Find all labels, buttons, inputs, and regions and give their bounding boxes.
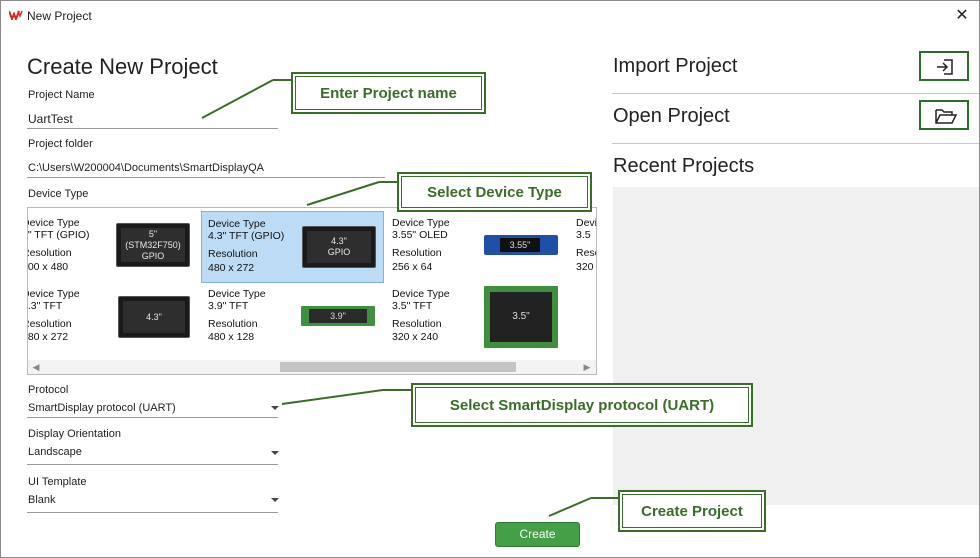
callout-text: Select SmartDisplay protocol (UART) bbox=[449, 396, 715, 414]
divider bbox=[612, 143, 979, 144]
resolution-value: 480 x 128 bbox=[208, 331, 255, 343]
device-type-value: 4.3" TFT (GPIO) bbox=[208, 230, 285, 242]
callout-text: Enter Project name bbox=[320, 84, 457, 102]
device-type-value: 3.5 bbox=[576, 229, 591, 241]
device-image: 5"(STM32F750)GPIO bbox=[116, 223, 190, 267]
device-type-label: Device Type bbox=[576, 217, 597, 229]
device-image: 4.3" bbox=[118, 296, 190, 338]
device-type-label: Device Type bbox=[208, 288, 266, 300]
scroll-left-icon[interactable]: ◀ bbox=[32, 362, 40, 372]
resolution-value: 320 x 240 bbox=[392, 331, 439, 343]
project-folder-label: Project folder bbox=[28, 138, 93, 150]
folder-open-icon bbox=[935, 109, 957, 124]
device-type-value: 3.55" OLED bbox=[392, 229, 448, 241]
template-chevron-down-icon[interactable] bbox=[271, 498, 279, 502]
resolution-value: 480 x 272 bbox=[208, 262, 255, 274]
device-type-value: 5" TFT (GPIO) bbox=[27, 229, 90, 241]
project-name-input[interactable]: UartTest bbox=[28, 112, 73, 126]
screen-text: 3.9" bbox=[309, 309, 367, 323]
device-card-3-9in-tft[interactable]: Device Type 3.9" TFT Resolution 480 x 12… bbox=[208, 284, 390, 354]
orientation-chevron-down-icon[interactable] bbox=[271, 451, 279, 455]
scroll-right-icon[interactable]: ▶ bbox=[583, 362, 591, 372]
recent-projects-list[interactable] bbox=[613, 187, 979, 505]
close-button[interactable]: ✕ bbox=[955, 7, 969, 24]
device-image: 3.5" bbox=[484, 286, 558, 348]
ui-template-label: UI Template bbox=[28, 476, 87, 488]
project-name-label: Project Name bbox=[28, 89, 95, 101]
template-underline bbox=[27, 512, 278, 513]
display-orientation-select[interactable]: Landscape bbox=[28, 446, 82, 458]
resolution-label: Resolution bbox=[208, 318, 258, 330]
screen-text: 4.3" bbox=[146, 311, 162, 322]
project-folder-underline bbox=[27, 177, 385, 178]
open-project-button[interactable] bbox=[919, 100, 969, 130]
resolution-value: 320 bbox=[576, 261, 594, 273]
recent-projects-heading: Recent Projects bbox=[613, 155, 755, 177]
device-card-3-55in-oled[interactable]: Device Type 3.55" OLED Resolution 256 x … bbox=[392, 211, 574, 281]
create-new-project-heading: Create New Project bbox=[27, 54, 218, 79]
callout-select-protocol: Select SmartDisplay protocol (UART) bbox=[411, 383, 753, 427]
protocol-underline bbox=[27, 417, 278, 418]
resolution-value: 256 x 64 bbox=[392, 261, 433, 273]
resolution-label: Resolution bbox=[28, 318, 72, 330]
protocol-label: Protocol bbox=[28, 384, 69, 396]
device-type-label: Device Type bbox=[28, 188, 89, 200]
app-logo-icon bbox=[9, 10, 23, 20]
resolution-label: Resolution bbox=[392, 247, 442, 259]
device-card-3-5in-partial[interactable]: Device Type 3.5 Reso 320 bbox=[576, 211, 597, 281]
callout-create-project: Create Project bbox=[618, 490, 766, 532]
device-type-value: 3.9" TFT bbox=[208, 300, 249, 312]
device-type-label: Device Type bbox=[392, 217, 450, 229]
callout-text: Create Project bbox=[641, 502, 743, 520]
resolution-label: Reso bbox=[576, 247, 596, 259]
protocol-chevron-down-icon[interactable] bbox=[271, 406, 279, 410]
resolution-label: Resolution bbox=[392, 318, 442, 330]
divider bbox=[612, 93, 979, 94]
import-project-button[interactable] bbox=[919, 51, 969, 81]
callout-enter-project-name: Enter Project name bbox=[291, 72, 486, 114]
scrollbar-thumb[interactable] bbox=[280, 362, 516, 372]
device-type-value: 4.3" TFT bbox=[27, 300, 63, 312]
device-type-label: Device Type bbox=[27, 288, 80, 300]
device-type-label: Device Type bbox=[208, 218, 266, 230]
display-orientation-label: Display Orientation bbox=[28, 428, 121, 440]
open-project-heading: Open Project bbox=[613, 105, 730, 127]
project-name-underline bbox=[27, 128, 278, 129]
device-type-value: 3.5" TFT bbox=[392, 300, 433, 312]
resolution-label: Resolution bbox=[208, 248, 258, 260]
device-card-4-3in-tft[interactable]: Device Type 4.3" TFT Resolution 480 x 27… bbox=[27, 284, 204, 354]
protocol-select[interactable]: SmartDisplay protocol (UART) bbox=[28, 402, 176, 414]
resolution-value: 480 x 272 bbox=[27, 331, 69, 343]
horizontal-scrollbar[interactable]: ◀ ▶ bbox=[28, 360, 596, 374]
device-card-3-5in-tft[interactable]: Device Type 3.5" TFT Resolution 320 x 24… bbox=[392, 284, 574, 354]
device-card-4-3in-tft-gpio[interactable]: Device Type 4.3" TFT (GPIO) Resolution 4… bbox=[201, 211, 384, 283]
device-image: 3.55" bbox=[484, 235, 558, 255]
ui-template-select[interactable]: Blank bbox=[28, 494, 56, 506]
device-image: 3.9" bbox=[301, 306, 375, 326]
window-title: New Project bbox=[27, 9, 92, 23]
orientation-underline bbox=[27, 464, 278, 465]
callout-select-device-type: Select Device Type bbox=[397, 172, 592, 212]
create-button[interactable]: Create bbox=[495, 522, 580, 547]
resolution-value: 800 x 480 bbox=[27, 261, 69, 273]
resolution-label: Resolution bbox=[28, 247, 72, 259]
project-folder-input[interactable]: C:\Users\W200004\Documents\SmartDisplayQ… bbox=[28, 162, 264, 174]
import-project-heading: Import Project bbox=[613, 55, 738, 77]
screen-text: 3.5" bbox=[490, 292, 552, 342]
device-card-5in-tft-gpio[interactable]: Device Type 5" TFT (GPIO) Resolution 800… bbox=[27, 211, 204, 281]
device-type-list[interactable]: Device Type 5" TFT (GPIO) Resolution 800… bbox=[27, 207, 597, 375]
screen-text: (STM32F750) bbox=[125, 239, 181, 250]
screen-text: 3.55" bbox=[500, 238, 540, 252]
callout-text: Select Device Type bbox=[427, 183, 562, 201]
device-type-label: Device Type bbox=[392, 288, 450, 300]
screen-text: 5" bbox=[148, 228, 158, 239]
screen-text: GPIO bbox=[327, 247, 351, 257]
device-type-label: Device Type bbox=[27, 217, 80, 229]
screen-text: GPIO bbox=[141, 250, 165, 261]
screen-text: 4.3" bbox=[331, 236, 347, 246]
title-bar: New Project ✕ bbox=[1, 1, 979, 31]
device-image: 4.3"GPIO bbox=[302, 226, 376, 268]
import-icon bbox=[937, 59, 953, 75]
